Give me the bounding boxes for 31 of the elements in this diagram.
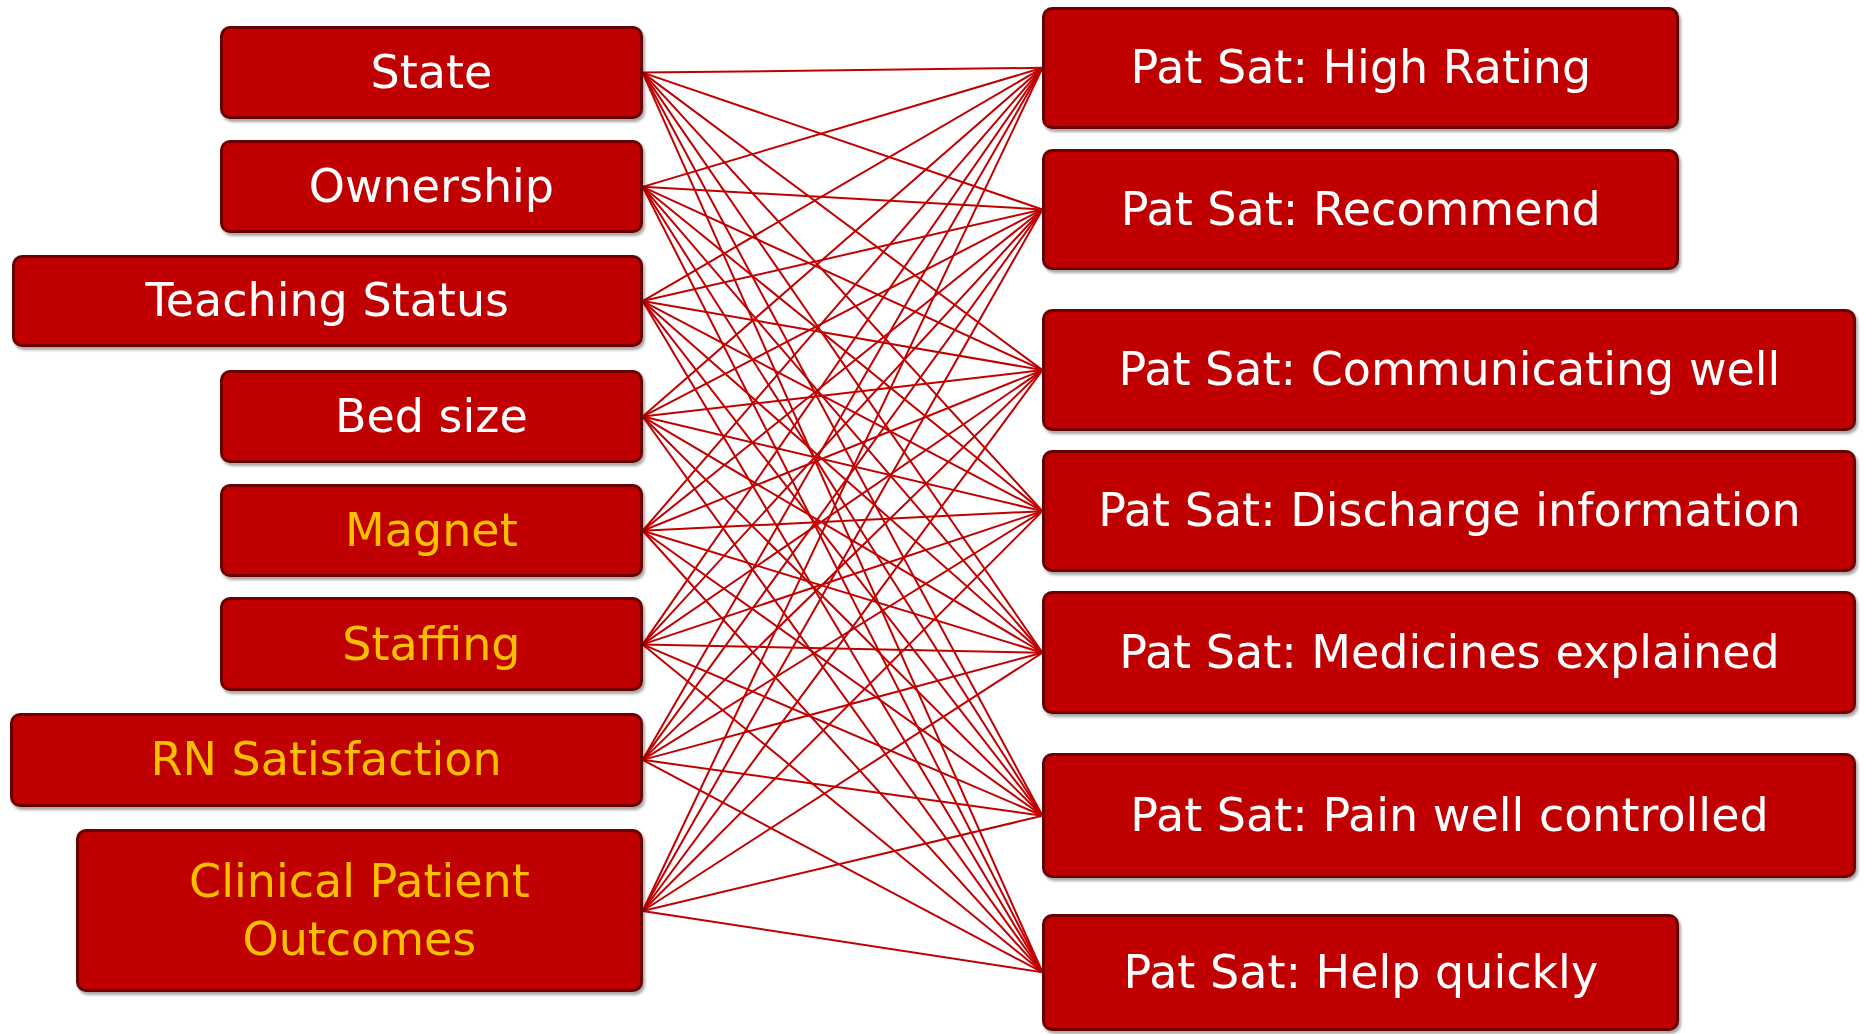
box-label: Pat Sat: Pain well controlled	[1130, 787, 1769, 844]
box-label: Pat Sat: High Rating	[1130, 39, 1592, 97]
factor-box	[9, 712, 643, 807]
box-label: Clinical Patient Outcomes	[188, 853, 531, 968]
factor-box	[1042, 591, 1857, 714]
factor-box	[76, 829, 643, 993]
box-label: Staffing	[342, 615, 521, 673]
box-label: Pat Sat: Discharge information	[1098, 482, 1801, 540]
factor-box	[220, 26, 643, 119]
factor-box	[1042, 148, 1680, 271]
box-label: State	[370, 43, 493, 101]
box-label: Ownership	[308, 158, 555, 216]
connector-line	[641, 910, 1044, 974]
box-label: Magnet	[345, 502, 518, 559]
factor-box	[1042, 7, 1680, 129]
box-label: RN Satisfaction	[150, 731, 502, 789]
factor-box	[11, 254, 643, 348]
box-label: Pat Sat: Communicating well	[1118, 341, 1781, 399]
box-label: Pat Sat: Help quickly	[1123, 943, 1599, 1001]
box-label: Teaching Status	[145, 272, 510, 330]
box-label: Pat Sat: Medicines explained	[1119, 624, 1780, 681]
factor-box	[1042, 753, 1857, 879]
factor-box	[220, 140, 643, 234]
factor-box	[220, 597, 643, 692]
factor-box	[220, 484, 643, 578]
factor-box	[1042, 913, 1680, 1031]
factor-box	[1042, 309, 1857, 431]
box-label: Bed size	[334, 387, 528, 445]
factor-box	[220, 370, 643, 463]
box-label: Pat Sat: Recommend	[1120, 180, 1601, 238]
factor-box	[1042, 449, 1857, 573]
